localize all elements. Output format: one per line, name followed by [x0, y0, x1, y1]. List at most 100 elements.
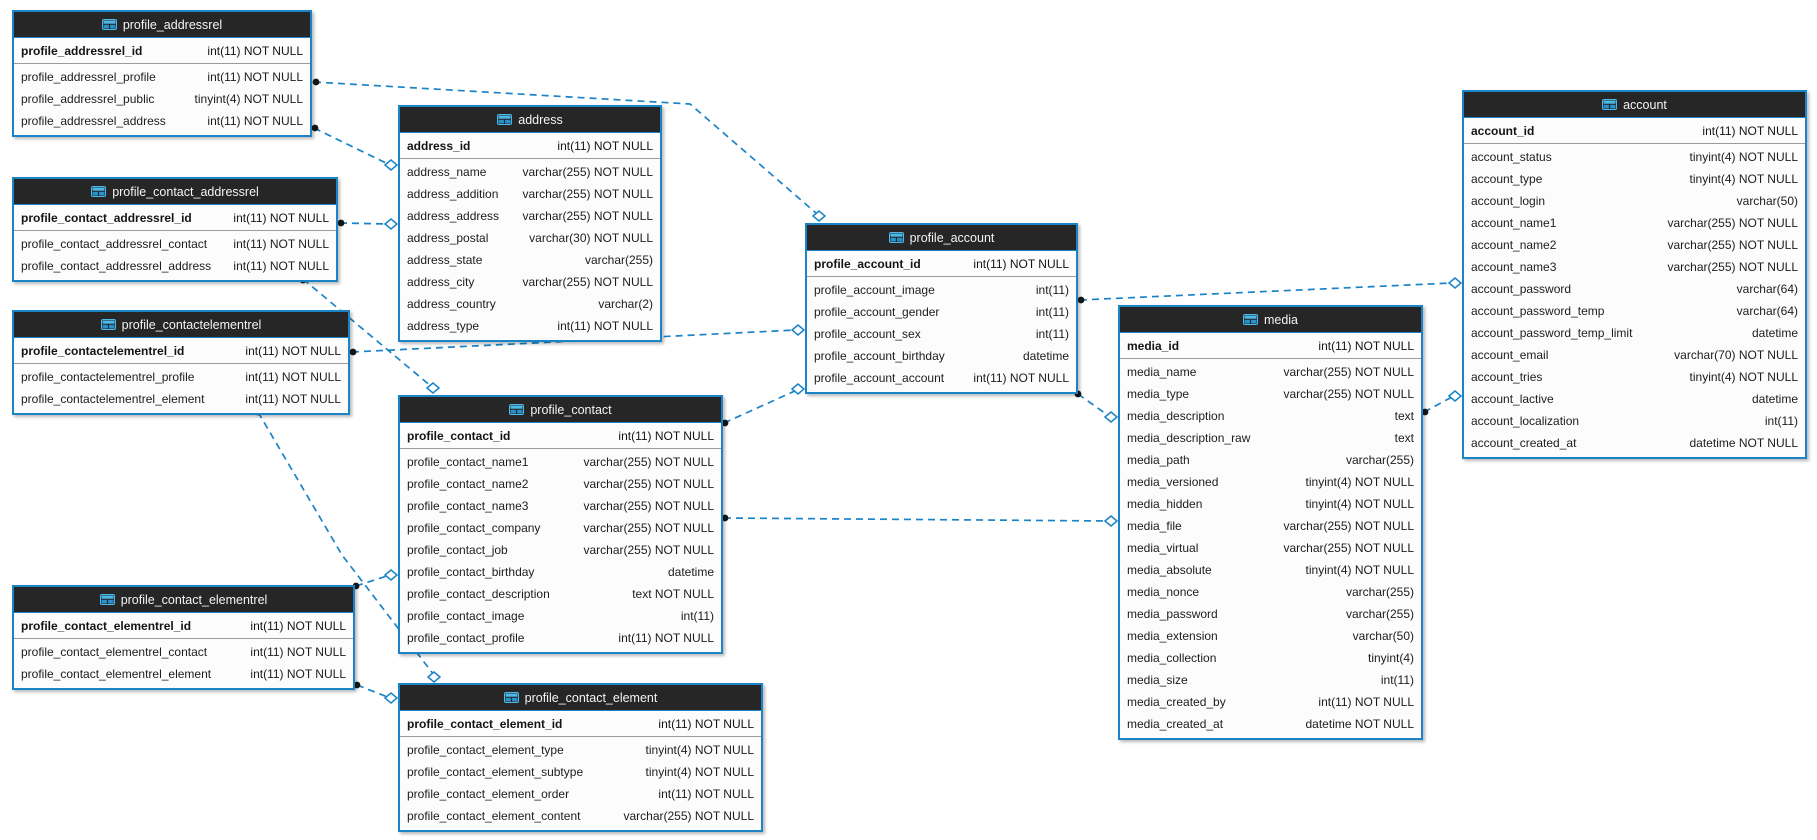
relationship-profile_addressrel-profile_account[interactable]	[312, 78, 827, 222]
relationship-line[interactable]	[313, 81, 817, 214]
table-title: address	[518, 112, 563, 127]
relationship-line[interactable]	[355, 574, 391, 587]
table-header[interactable]: profile_contact_addressrel	[14, 179, 336, 205]
table-header[interactable]: profile_contact	[400, 397, 721, 423]
relationship-profile_contact-profile_account[interactable]	[721, 383, 806, 427]
table-profile_contactelementrel[interactable]: profile_contactelementrel profile_contact…	[12, 310, 350, 415]
pk-divider	[807, 276, 1076, 277]
column-type: int(11) NOT NULL	[250, 645, 346, 659]
relationship-line[interactable]	[1079, 282, 1453, 301]
table-profile_contact_element[interactable]: profile_contact_element profile_contact_e…	[398, 683, 763, 832]
table-header[interactable]: media	[1120, 307, 1421, 333]
relationship-endpoint-diamond	[383, 692, 399, 704]
column-type: text	[1394, 431, 1414, 445]
column-type: varchar(255)	[584, 253, 653, 267]
relationship-profile_account-account[interactable]	[1077, 277, 1463, 304]
relationship-endpoint-dot	[721, 419, 729, 427]
table-header[interactable]: address	[400, 107, 660, 133]
primary-key-name: profile_account_id	[814, 256, 921, 271]
table-title: profile_contactelementrel	[121, 317, 262, 332]
relationship-line[interactable]	[339, 222, 389, 225]
table-header[interactable]: account	[1464, 92, 1805, 118]
column-name: account_localization	[1471, 414, 1580, 428]
column-name: profile_contactelementrel_profile	[21, 370, 195, 384]
column-type: varchar(255) NOT NULL	[1667, 216, 1799, 230]
relationship-profile_contact_addressrel-address[interactable]	[337, 218, 399, 230]
table-icon	[101, 19, 117, 30]
table-title: profile_contact_elementrel	[120, 592, 268, 607]
column-name: address_address	[407, 209, 500, 223]
table-title: profile_contact_element	[524, 690, 658, 705]
column-name: profile_contact_element_type	[407, 743, 564, 757]
column-type: int(11) NOT NULL	[557, 319, 653, 333]
column-name: profile_contact_element_subtype	[407, 765, 584, 779]
relationship-line[interactable]	[302, 278, 433, 388]
table-profile_contact_addressrel[interactable]: profile_contact_addressrel profile_contac…	[12, 177, 338, 282]
table-header[interactable]: profile_contact_elementrel	[14, 587, 353, 613]
table-icon-wrapper	[509, 404, 525, 415]
relationship-profile_addressrel-address[interactable]	[311, 124, 399, 171]
relationship-profile_contact_elementrel-profile_contact_element[interactable]	[353, 681, 399, 704]
relationship-media-account[interactable]	[1421, 390, 1463, 416]
column-name: account_name2	[1471, 238, 1557, 252]
column-name: address_addition	[407, 187, 499, 201]
relationship-endpoint-diamond	[811, 210, 827, 222]
table-icon	[497, 114, 513, 125]
relationship-line[interactable]	[1423, 396, 1453, 413]
table-header[interactable]: profile_addressrel	[14, 12, 310, 38]
relationship-line[interactable]	[723, 517, 1111, 522]
relationship-line[interactable]	[313, 127, 389, 165]
relationship-line[interactable]	[723, 389, 798, 424]
relationship-profile_account-media[interactable]	[1074, 390, 1119, 423]
pk-divider	[14, 63, 310, 64]
table-header[interactable]: profile_contactelementrel	[14, 312, 348, 338]
table-title: media	[1263, 312, 1299, 327]
relationship-endpoint-diamond	[383, 569, 399, 581]
column-type: varchar(255)	[1345, 607, 1414, 621]
relationship-endpoint-diamond	[425, 382, 441, 394]
column-type: tinyint(4) NOT NULL	[1689, 150, 1798, 164]
column-type: varchar(64)	[1736, 282, 1798, 296]
relationship-profile_contact_elementrel-profile_contact[interactable]	[352, 569, 399, 590]
relationship-line[interactable]	[1077, 393, 1110, 417]
table-header[interactable]: profile_contact_element	[400, 685, 761, 711]
relationship-profile_contact-media[interactable]	[721, 514, 1119, 527]
relationship-line[interactable]	[356, 684, 391, 699]
table-header[interactable]: profile_account	[807, 225, 1076, 251]
primary-key-name: address_id	[407, 138, 471, 153]
primary-key-type: int(11) NOT NULL	[658, 716, 754, 731]
column-type: datetime	[667, 565, 714, 579]
column-name: account_type	[1471, 172, 1543, 186]
primary-key-name: profile_contact_addressrel_id	[21, 210, 192, 225]
relationship-endpoint-diamond	[426, 671, 442, 683]
